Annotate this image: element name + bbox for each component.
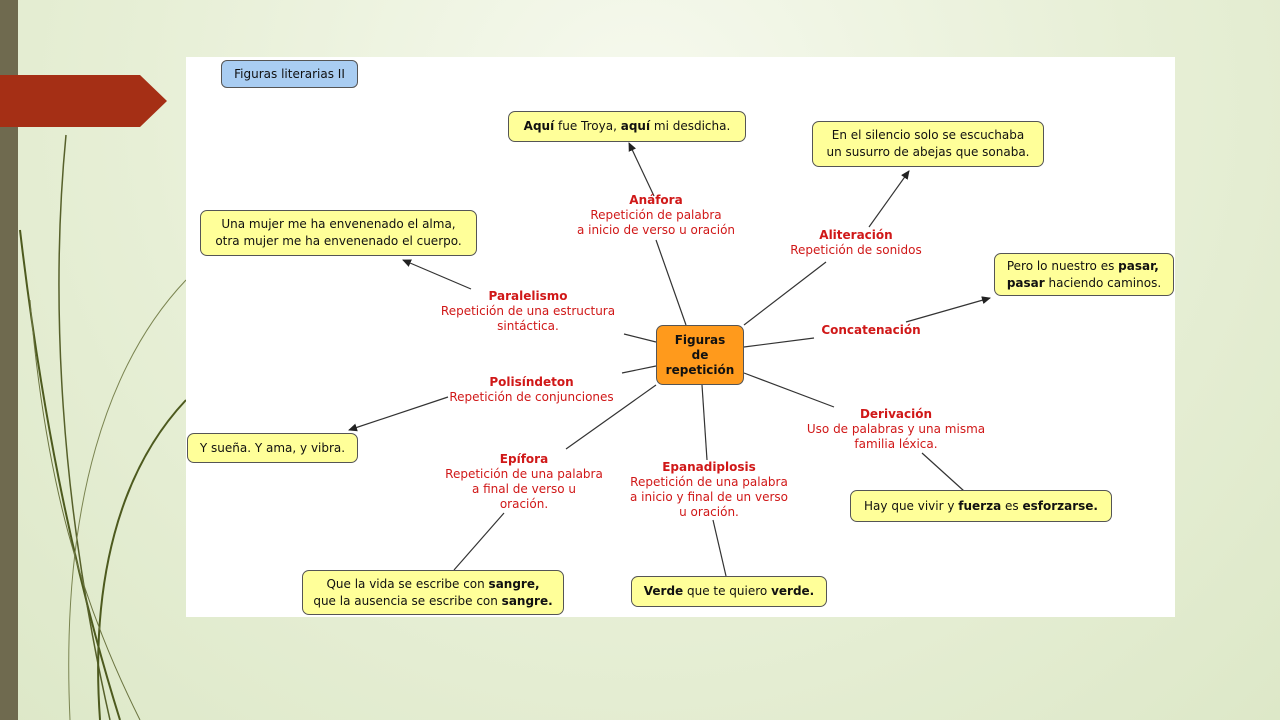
concept-epifora-desc2: a final de verso u <box>471 482 577 496</box>
example-polisindeton-text: Y sueña. Y ama, y vibra. <box>199 440 346 455</box>
concept-anafora-desc1: Repetición de palabra <box>590 208 722 222</box>
concept-concatenacion: Concatenación <box>811 323 931 338</box>
concept-paralelismo-name: Paralelismo <box>488 289 568 303</box>
example-paralelismo-line1: Una mujer me ha envenenado el alma, <box>221 217 456 231</box>
example-anafora-text1: fue Troya, <box>554 119 621 133</box>
example-derivacion-text2: es <box>1001 498 1023 513</box>
example-paralelismo: Una mujer me ha envenenado el alma, otra… <box>200 210 477 256</box>
concept-anafora-name: Anáfora <box>629 193 683 207</box>
example-concatenacion: Pero lo nuestro es pasar, pasar haciendo… <box>994 253 1174 296</box>
accent-arrow-shape <box>0 75 167 127</box>
concept-derivacion-desc1: Uso de palabras y una misma <box>806 422 986 436</box>
example-epanadiplosis: Verde que te quiero verde. <box>631 576 827 607</box>
concept-derivacion-desc2: familia léxica. <box>854 437 938 451</box>
concept-aliteracion-name: Aliteración <box>819 228 893 242</box>
example-epifora-text1: Que la vida se escribe con <box>326 576 489 591</box>
concept-paralelismo-desc2: sintáctica. <box>497 319 559 333</box>
concept-epanadiplosis-name: Epanadiplosis <box>662 460 756 474</box>
example-concatenacion-bold2: pasar <box>1006 275 1045 290</box>
example-anafora: Aquí fue Troya, aquí mi desdicha. <box>508 111 746 142</box>
left-decor-bar <box>0 0 18 720</box>
example-derivacion-bold2: esforzarse. <box>1022 498 1098 513</box>
concept-epifora-name: Epífora <box>499 452 549 466</box>
concept-derivacion: Derivación Uso de palabras y una misma f… <box>796 407 996 452</box>
example-aliteracion-line2: un susurro de abejas que sonaba. <box>826 145 1030 159</box>
example-paralelismo-line2: otra mujer me ha envenenado el cuerpo. <box>215 234 462 248</box>
example-derivacion-bold1: fuerza <box>958 498 1002 513</box>
example-aliteracion-line1: En el silencio solo se escuchaba <box>831 128 1025 142</box>
concept-paralelismo: Paralelismo Repetición de una estructura… <box>433 289 623 334</box>
concept-map-connectors <box>348 142 991 577</box>
example-epanadiplosis-bold2: verde. <box>771 584 815 598</box>
concept-polisindeton-name: Polisíndeton <box>489 375 574 389</box>
concept-polisindeton: Polisíndeton Repetición de conjunciones <box>439 375 624 405</box>
example-epifora-bold2: sangre. <box>501 593 553 608</box>
example-epifora-bold1: sangre, <box>488 576 540 591</box>
concept-epifora: Epífora Repetición de una palabra a fina… <box>434 452 614 512</box>
example-concatenacion-text2: haciendo caminos. <box>1044 275 1162 290</box>
example-epifora-text2: que la ausencia se escribe con <box>313 593 502 608</box>
example-epanadiplosis-text1: que te quiero <box>683 584 772 598</box>
concept-concatenacion-name: Concatenación <box>821 323 921 337</box>
concept-epanadiplosis: Epanadiplosis Repetición de una palabra … <box>614 460 804 520</box>
example-anafora-bold1: Aquí <box>523 119 555 133</box>
concept-map-panel: Figuras literarias II Figuras de repetic… <box>186 57 1175 617</box>
example-concatenacion-bold1: pasar, <box>1118 258 1159 273</box>
concept-anafora: Anáfora Repetición de palabra a inicio d… <box>561 193 751 238</box>
concept-polisindeton-desc1: Repetición de conjunciones <box>449 390 614 404</box>
example-concatenacion-text1: Pero lo nuestro es <box>1006 258 1119 273</box>
map-title: Figuras literarias II <box>234 67 345 81</box>
central-node-line2: de <box>691 347 709 362</box>
concept-epanadiplosis-desc3: u oración. <box>679 505 739 519</box>
central-node-line1: Figuras <box>674 332 726 347</box>
concept-epifora-desc3: oración. <box>499 497 549 511</box>
example-anafora-bold2: aquí <box>620 119 651 133</box>
central-node: Figuras de repetición <box>656 325 744 385</box>
example-derivacion: Hay que vivir y fuerza es esforzarse. <box>850 490 1112 522</box>
central-node-line3: repetición <box>665 362 735 377</box>
concept-epanadiplosis-desc2: a inicio y final de un verso <box>630 490 788 504</box>
decorative-swooshes <box>19 134 187 720</box>
example-epanadiplosis-bold1: Verde <box>643 584 684 598</box>
example-derivacion-text1: Hay que vivir y <box>864 498 959 513</box>
concept-paralelismo-desc1: Repetición de una estructura <box>440 304 616 318</box>
concept-aliteracion: Aliteración Repetición de sonidos <box>776 228 936 258</box>
example-epifora: Que la vida se escribe con sangre, que l… <box>302 570 564 615</box>
concept-epifora-desc1: Repetición de una palabra <box>445 467 603 481</box>
concept-aliteracion-desc1: Repetición de sonidos <box>790 243 922 257</box>
concept-derivacion-name: Derivación <box>859 407 933 421</box>
concept-anafora-desc2: a inicio de verso u oración <box>576 223 736 237</box>
example-anafora-text2: mi desdicha. <box>650 119 731 133</box>
concept-epanadiplosis-desc1: Repetición de una palabra <box>630 475 788 489</box>
example-aliteracion: En el silencio solo se escuchaba un susu… <box>812 121 1044 167</box>
example-polisindeton: Y sueña. Y ama, y vibra. <box>187 433 358 463</box>
map-title-box: Figuras literarias II <box>221 60 358 88</box>
